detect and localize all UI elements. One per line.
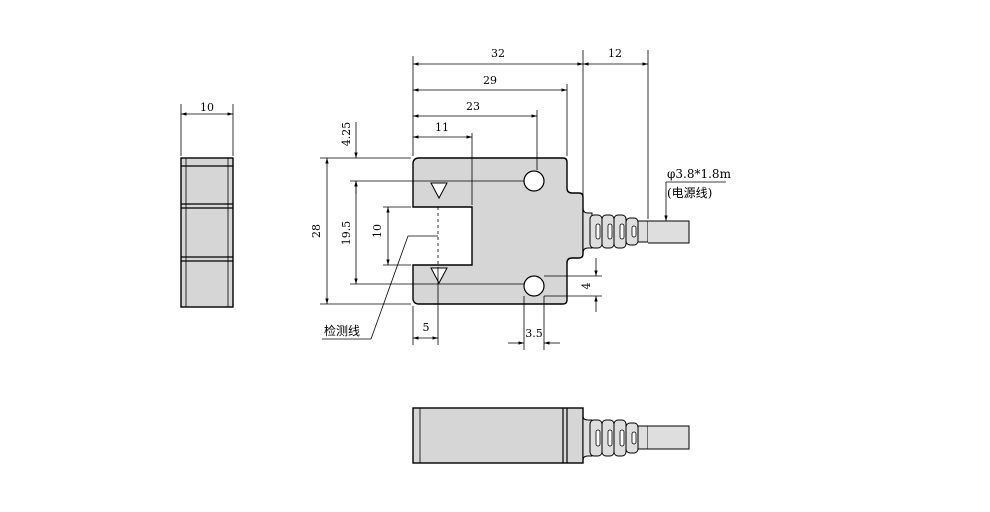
dim-3-5: 3.5	[525, 327, 543, 340]
bottom-power-cable	[648, 425, 690, 450]
sensor-body	[412, 157, 584, 305]
dim-12: 12	[608, 47, 622, 60]
bottom-cable-gland	[582, 415, 649, 461]
side-body	[180, 157, 234, 308]
dim-11: 11	[435, 121, 449, 134]
dim-4: 4	[580, 283, 593, 290]
dim-slot-10: 10	[371, 224, 384, 238]
bottom-body	[412, 407, 584, 464]
cable-name-label: (电源线)	[667, 186, 712, 200]
receiver-triangle-icon	[430, 267, 448, 285]
bottom-view	[412, 407, 690, 464]
dim-29: 29	[483, 74, 497, 87]
detection-line-label: 检测线	[324, 323, 360, 338]
dim-32: 32	[491, 47, 505, 60]
mount-hole-top	[523, 170, 545, 192]
side-view: 10	[180, 101, 234, 308]
dim-side-width: 10	[200, 101, 214, 114]
dim-28: 28	[310, 224, 323, 238]
mount-hole-bottom	[523, 275, 545, 297]
dim-4-25: 4.25	[340, 122, 353, 147]
dim-19-5: 19.5	[340, 221, 353, 246]
cable-gland	[582, 207, 649, 254]
front-view: 32 29 23 11 12 28 19.5 4.25 10 4	[310, 47, 732, 350]
dim-23: 23	[466, 100, 480, 113]
emitter-triangle-icon	[430, 182, 448, 200]
power-cable	[648, 220, 690, 244]
dim-5: 5	[423, 321, 430, 334]
cable-spec-label: φ3.8*1.8m	[667, 167, 732, 181]
